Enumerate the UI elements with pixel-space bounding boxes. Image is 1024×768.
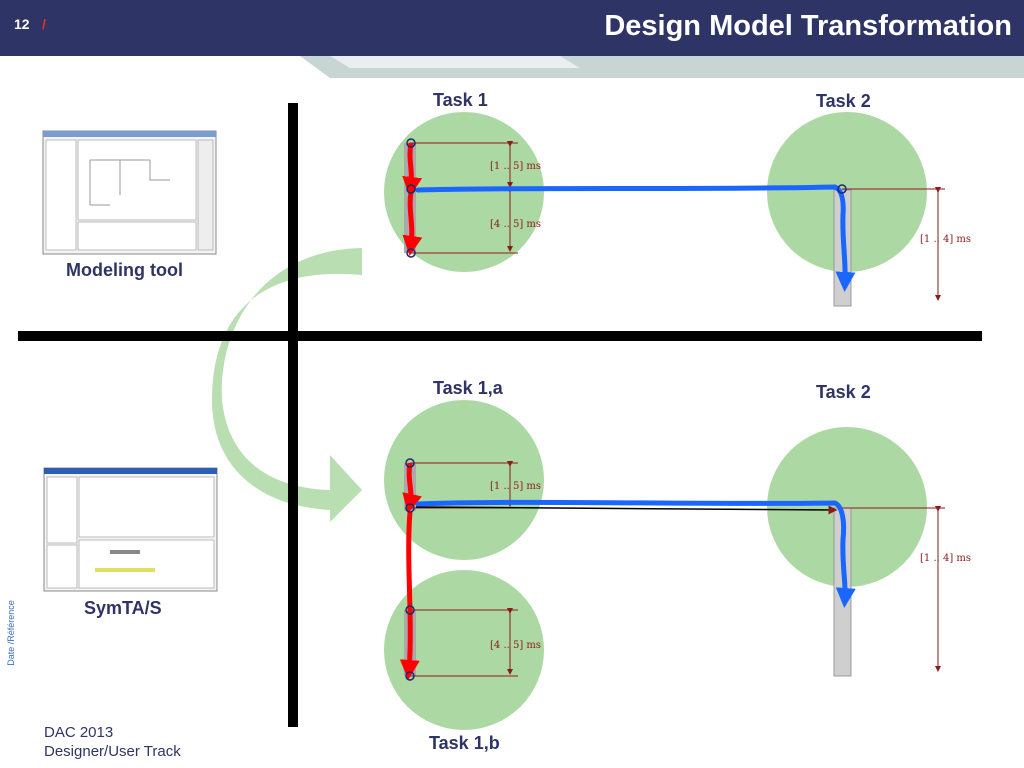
task2-top-bracket: [842, 187, 945, 301]
top-blue-arrow: [415, 184, 856, 292]
activation-line: [415, 505, 838, 515]
task1-circle: [384, 112, 544, 272]
transformation-arrow: [212, 248, 362, 522]
task2-bottom-label: Task 2: [816, 382, 871, 402]
bottom-blue-arrow: [415, 499, 856, 608]
task1a-red-arrow: [402, 462, 422, 514]
task1b-bracket: [410, 608, 518, 677]
page-separator: /: [42, 16, 46, 32]
task1b-red-arrow: [399, 511, 420, 680]
task1-label: Task 1: [433, 90, 488, 110]
modeling-tool-screenshot: [42, 130, 217, 255]
task1b-interval: [4 .. 5] ms: [490, 640, 541, 651]
task2-top-label: Task 2: [816, 91, 871, 111]
task1b-label: Task 1,b: [429, 733, 500, 753]
task1-lower-interval: [4 .. 5] ms: [490, 219, 541, 230]
header-bar: [0, 0, 1024, 56]
task1-upper-interval: [1 .. 5] ms: [490, 161, 541, 172]
slide-title: Design Model Transformation: [604, 10, 1012, 42]
task2-bottom-interval: [1 .. 4] ms: [920, 553, 971, 564]
page-number: 12: [14, 16, 30, 32]
task2-bottom-circle: [767, 427, 927, 587]
side-date-reference: Date /Référence: [6, 600, 16, 666]
header-accent: [300, 56, 1024, 78]
footer-conference: DAC 2013 Designer/User Track: [44, 723, 181, 761]
event-markers: [405, 138, 847, 681]
task1a-circle: [384, 400, 544, 560]
task1a-label: Task 1,a: [433, 378, 503, 398]
horizontal-divider: [18, 331, 982, 341]
symtas-label: SymTA/S: [84, 598, 162, 618]
modeling-tool-label: Modeling tool: [66, 260, 183, 280]
task1a-interval: [1 .. 5] ms: [490, 481, 541, 492]
footer-line1: DAC 2013: [44, 724, 114, 741]
task1-red-arrow-2: [402, 191, 423, 256]
task2-top-interval: [1 .. 4] ms: [920, 234, 971, 245]
footer-line2: Designer/User Track: [44, 743, 181, 760]
task2-bottom-bracket: [842, 506, 945, 672]
vertical-divider: [288, 103, 298, 727]
task1-red-arrow-1: [402, 142, 423, 197]
symtas-screenshot: [43, 467, 218, 592]
